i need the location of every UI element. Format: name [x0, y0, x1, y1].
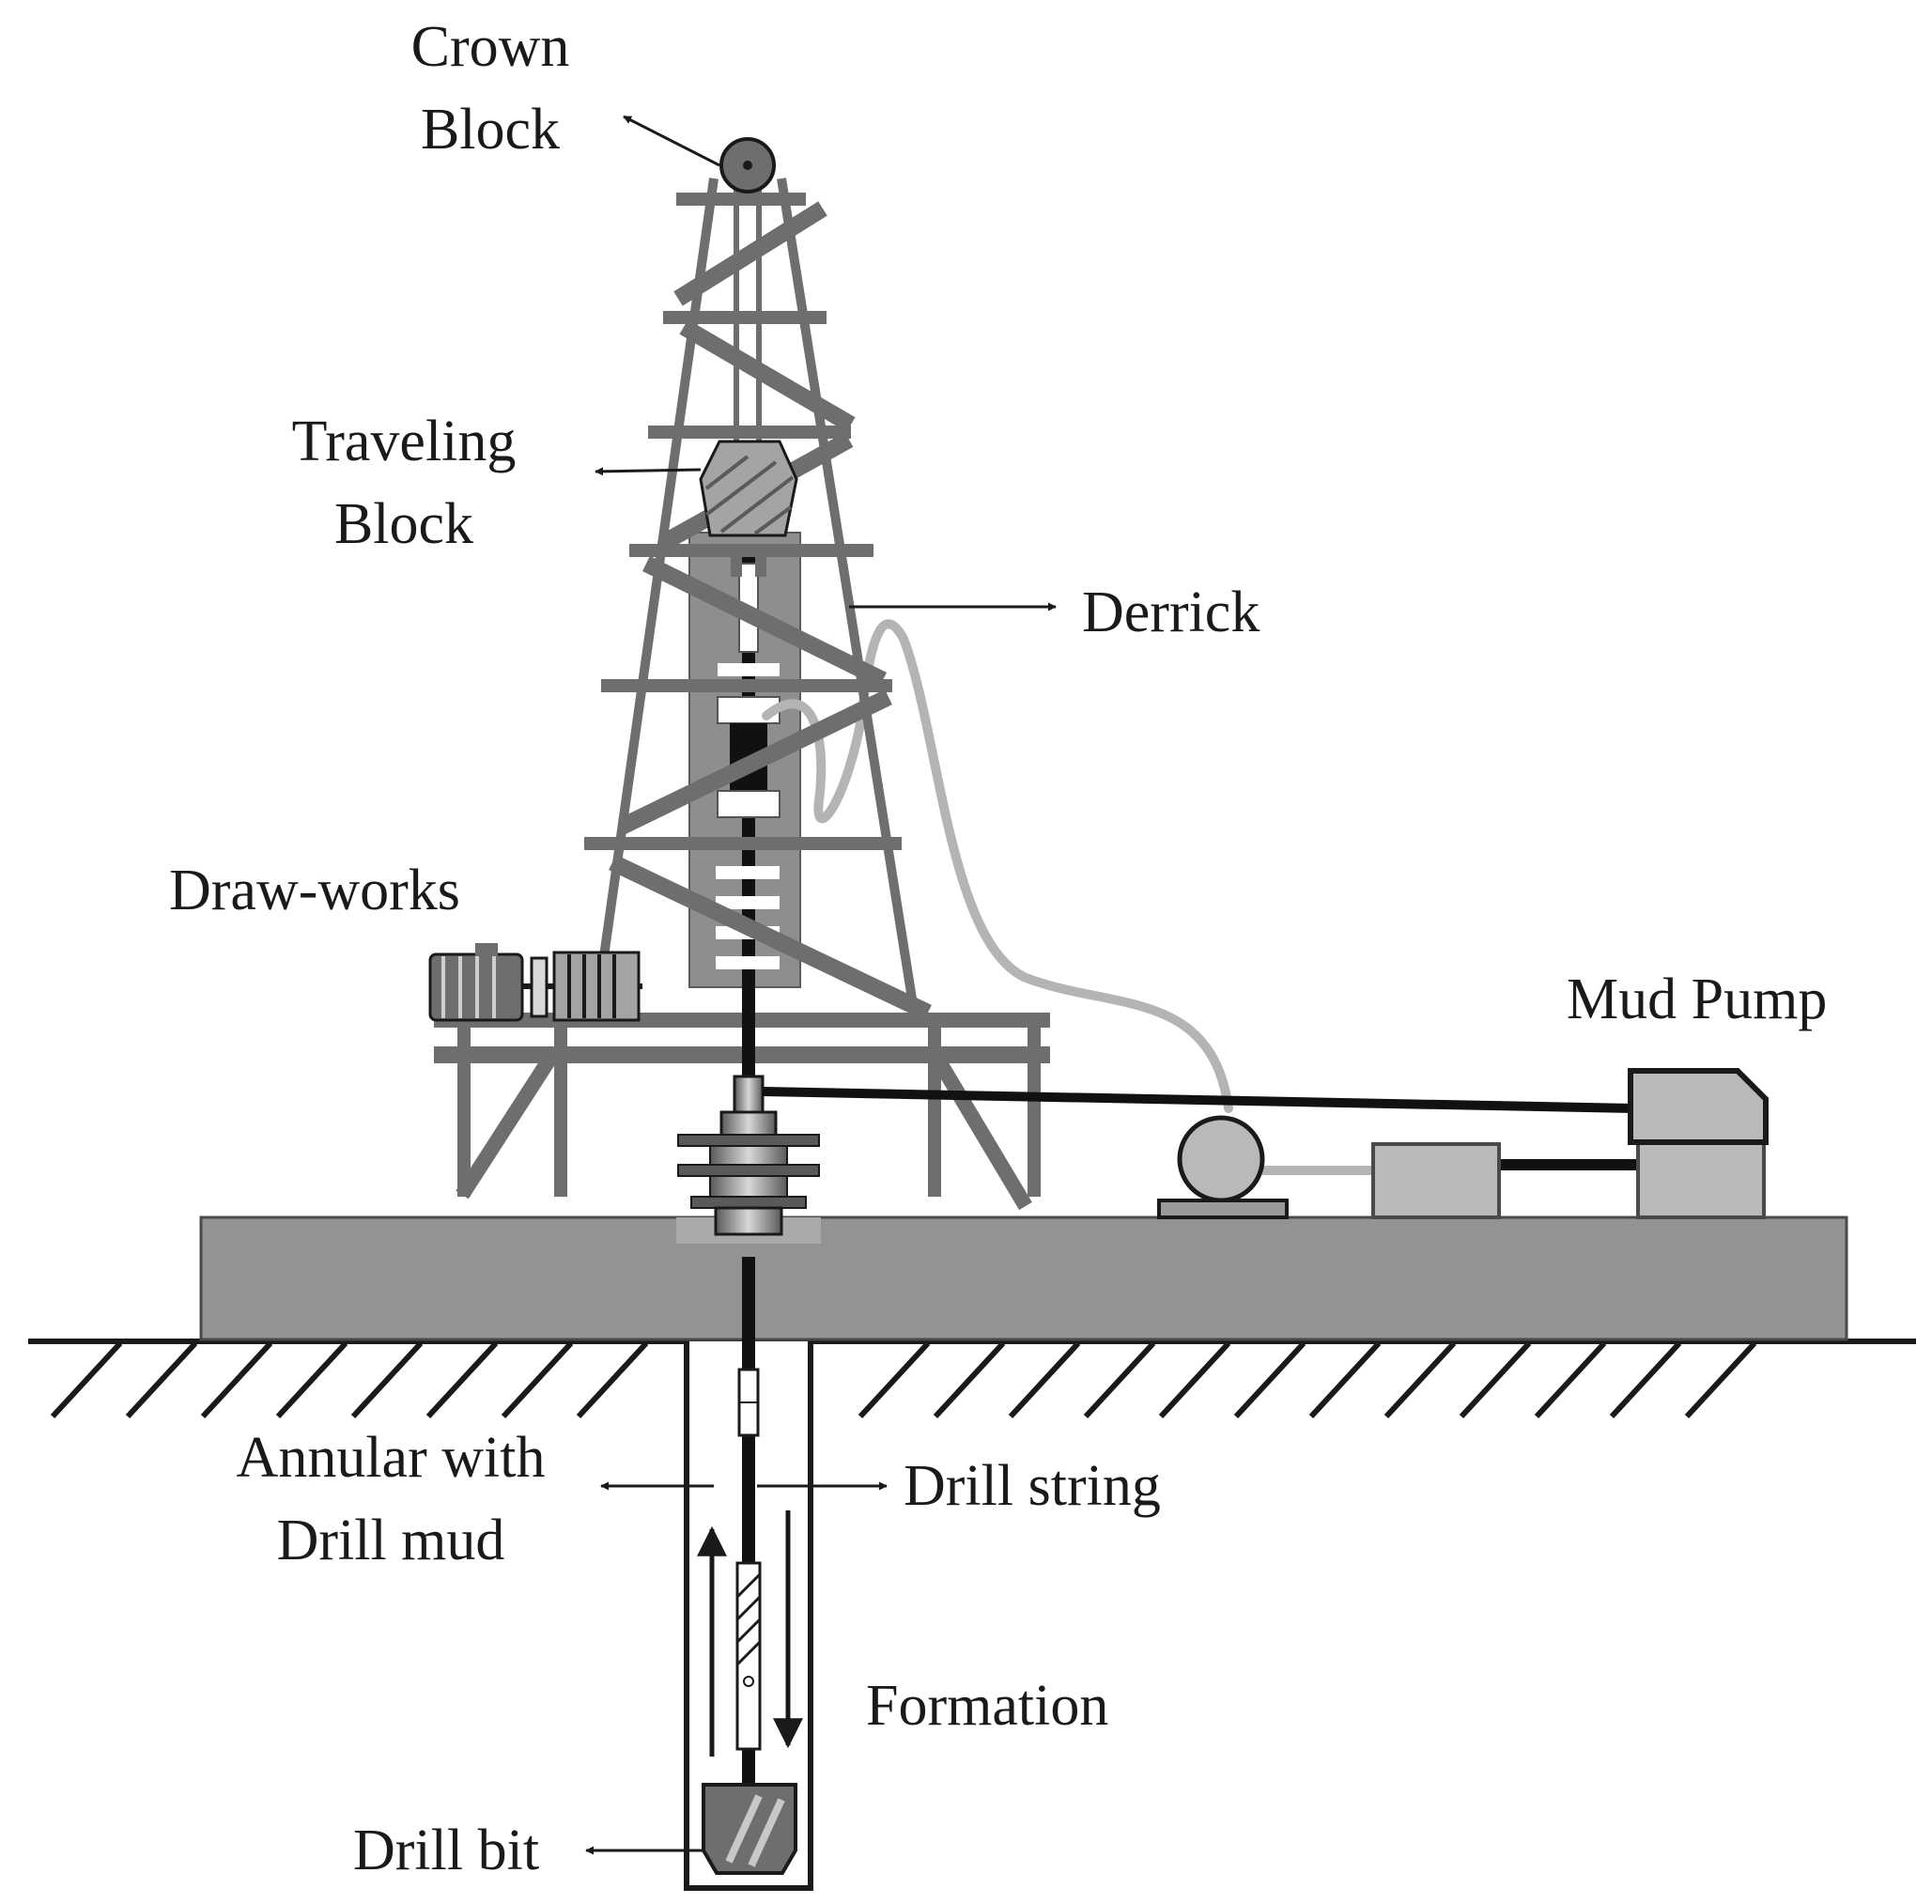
label-mud-pump: Mud Pump: [1567, 967, 1827, 1031]
label-crown-block-line1: Crown: [411, 15, 570, 79]
ground: [28, 1339, 1916, 1419]
label-formation: Formation: [866, 1674, 1108, 1738]
mud-hose: [762, 619, 1233, 1113]
traveling-block: [699, 440, 798, 577]
rotary-table: [677, 1075, 820, 1236]
label-draw-works: Draw-works: [169, 859, 460, 922]
label-drill-string: Drill string: [904, 1454, 1161, 1518]
label-crown-block-line2: Block: [421, 98, 560, 162]
label-derrick: Derrick: [1082, 580, 1260, 644]
drill-string: [735, 1257, 762, 1785]
annotation-arrows: [585, 115, 1057, 1855]
label-drill-bit: Drill bit: [353, 1819, 539, 1882]
ground-hatching: [50, 1340, 1757, 1419]
base-slab: [199, 1215, 1848, 1341]
crown-block: [719, 137, 776, 193]
label-annular-line2: Drill mud: [277, 1509, 505, 1572]
label-annular-line1: Annular with: [237, 1426, 546, 1490]
draw-works: [428, 943, 642, 1022]
label-traveling-block-line1: Traveling: [292, 410, 517, 473]
mud-pump: [1157, 1068, 1769, 1219]
drill-bit: [702, 1783, 797, 1875]
drive-line: [762, 1087, 1635, 1113]
label-traveling-block-line2: Block: [334, 492, 473, 556]
